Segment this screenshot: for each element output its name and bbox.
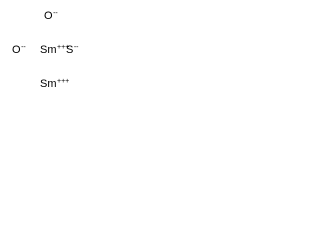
ionic-formula-figure: O-- O-- Sm+++ S-- Sm+++ — [0, 0, 102, 99]
oxide-ion-top: O-- — [44, 7, 58, 23]
oxide-ion-left: O-- — [12, 41, 26, 57]
samarium-ion-middle: Sm+++ — [40, 41, 69, 57]
element-symbol: Sm — [40, 44, 57, 56]
element-symbol: S — [66, 44, 74, 56]
element-symbol: O — [44, 10, 53, 22]
sulfide-ion: S-- — [66, 41, 79, 57]
samarium-ion-bottom: Sm+++ — [40, 75, 69, 91]
ion-charge: +++ — [57, 78, 70, 85]
element-symbol: O — [12, 44, 21, 56]
element-symbol: Sm — [40, 78, 57, 90]
ion-charge: -- — [21, 44, 26, 51]
ion-charge: -- — [73, 44, 79, 51]
ion-charge: -- — [53, 10, 58, 17]
ion-charge: +++ — [57, 44, 70, 51]
